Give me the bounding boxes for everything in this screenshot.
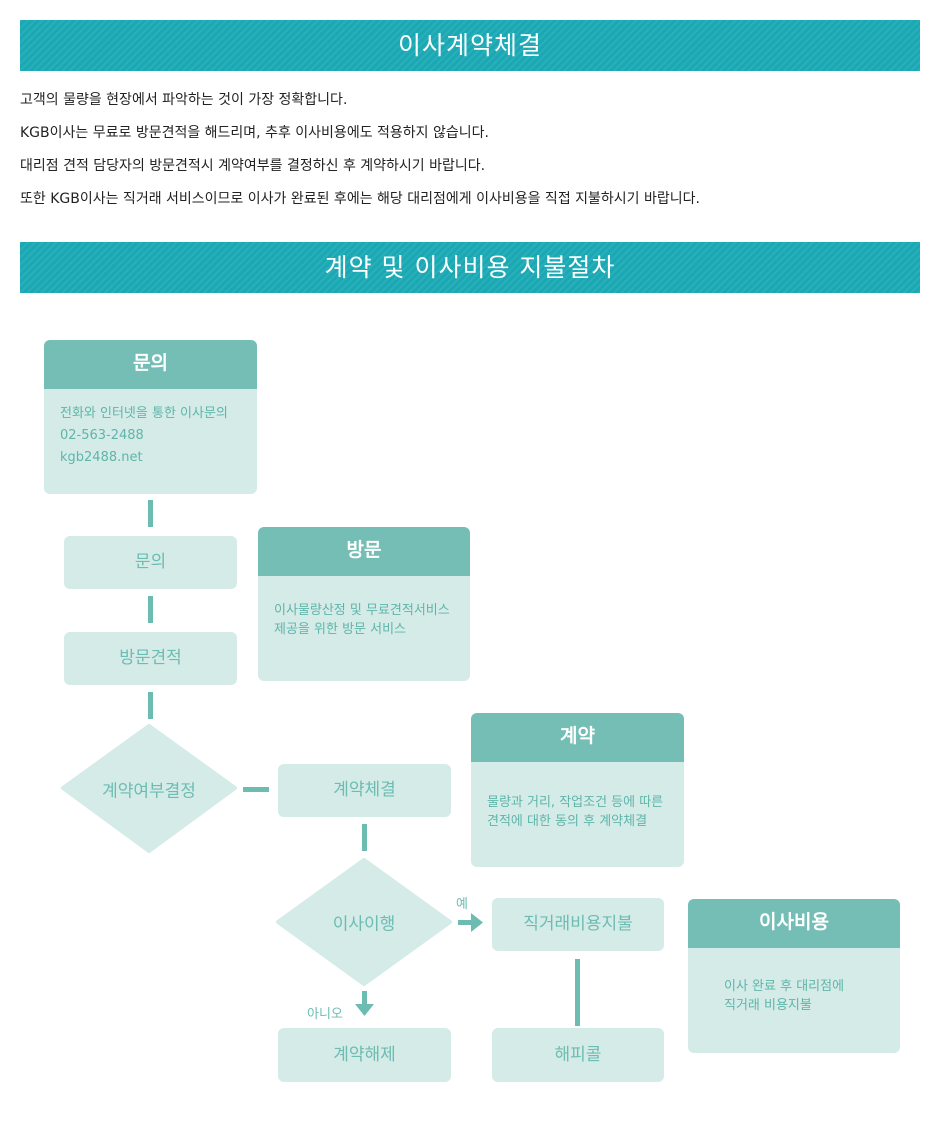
contract-card-line: 견적에 대한 동의 후 계약체결: [487, 814, 648, 829]
down-arrow-icon: [355, 991, 374, 1016]
visit-card: 방문 이사물량산정 및 무료견적서비스 제공을 위한 방문 서비스: [258, 527, 470, 681]
inquiry-step-label: 문의: [134, 552, 167, 572]
connector-line: [575, 959, 580, 1026]
moving-cost-card-body: 이사 완료 후 대리점에 직거래 비용지불: [688, 948, 900, 1029]
payment-section-banner: 계약 및 이사비용 지불절차: [20, 242, 920, 293]
contract-card-line: 물량과 거리, 작업조건 등에 따른: [487, 795, 664, 810]
inquiry-card: 문의 전화와 인터넷을 통한 이사문의 02-563-2488 kgb2488.…: [44, 340, 257, 494]
visit-card-title: 방문: [258, 527, 470, 576]
visit-estimate-step: 방문견적: [64, 632, 237, 685]
moving-cost-card-title: 이사비용: [688, 899, 900, 948]
intro-line: 또한 KGB이사는 직거래 서비스이므로 이사가 완료된 후에는 해당 대리점에…: [20, 191, 700, 207]
connector-line: [243, 787, 269, 792]
contract-card-body: 물량과 거리, 작업조건 등에 따른 견적에 대한 동의 후 계약체결: [471, 762, 684, 845]
moving-cost-card: 이사비용 이사 완료 후 대리점에 직거래 비용지불: [688, 899, 900, 1053]
happy-call-step: 해피콜: [492, 1028, 664, 1082]
visit-card-line: 제공을 위한 방문 서비스: [274, 622, 406, 637]
direct-payment-label: 직거래비용지불: [523, 914, 633, 934]
connector-line: [148, 500, 153, 527]
inquiry-card-body: 전화와 인터넷을 통한 이사문의 02-563-2488 kgb2488.net: [44, 389, 257, 483]
contract-card-title: 계약: [471, 713, 684, 762]
moving-done-label: 이사이행: [332, 914, 396, 935]
connector-line: [148, 692, 153, 719]
payment-section-title: 계약 및 이사비용 지불절차: [324, 253, 616, 282]
visit-estimate-step-label: 방문견적: [119, 648, 182, 668]
inquiry-step: 문의: [64, 536, 237, 589]
contract-card: 계약 물량과 거리, 작업조건 등에 따른 견적에 대한 동의 후 계약체결: [471, 713, 684, 867]
visit-card-body: 이사물량산정 및 무료견적서비스 제공을 위한 방문 서비스: [258, 576, 470, 653]
contract-decision-diamond: 계약여부결정: [61, 724, 237, 853]
contract-section-title: 이사계약체결: [397, 31, 542, 60]
contract-signing-label: 계약체결: [333, 780, 396, 800]
intro-text: 고객의 물량을 현장에서 파악하는 것이 가장 정확합니다. KGB이사는 무료…: [20, 88, 920, 220]
moving-cost-card-line: 직거래 비용지불: [724, 998, 812, 1013]
direct-payment-step: 직거래비용지불: [492, 898, 664, 951]
contract-signing-step: 계약체결: [278, 764, 451, 817]
connector-line: [148, 596, 153, 623]
intro-line: 고객의 물량을 현장에서 파악하는 것이 가장 정확합니다.: [20, 92, 348, 108]
moving-done-diamond: 이사이행: [276, 858, 452, 986]
contract-section-banner: 이사계약체결: [20, 20, 920, 71]
visit-card-line: 이사물량산정 및 무료견적서비스: [274, 603, 450, 618]
right-arrow-icon: [458, 913, 483, 932]
yes-label: 예: [456, 897, 468, 912]
inquiry-card-title: 문의: [44, 340, 257, 389]
intro-line: 대리점 견적 담당자의 방문견적시 계약여부를 결정하신 후 계약하시기 바랍니…: [20, 158, 486, 174]
intro-line: KGB이사는 무료로 방문견적을 해드리며, 추후 이사비용에도 적용하지 않습…: [20, 125, 489, 141]
contract-decision-label: 계약여부결정: [102, 781, 196, 801]
inquiry-card-line: 전화와 인터넷을 통한 이사문의: [60, 406, 228, 421]
inquiry-card-line: kgb2488.net: [60, 450, 143, 465]
moving-cost-card-line: 이사 완료 후 대리점에: [724, 979, 845, 994]
contract-cancel-step: 계약해제: [278, 1028, 451, 1082]
connector-line: [362, 824, 367, 851]
contract-cancel-label: 계약해제: [333, 1045, 396, 1065]
inquiry-card-line: 02-563-2488: [60, 428, 144, 443]
no-label: 아니오: [307, 1007, 343, 1022]
happy-call-label: 해피콜: [554, 1045, 602, 1065]
